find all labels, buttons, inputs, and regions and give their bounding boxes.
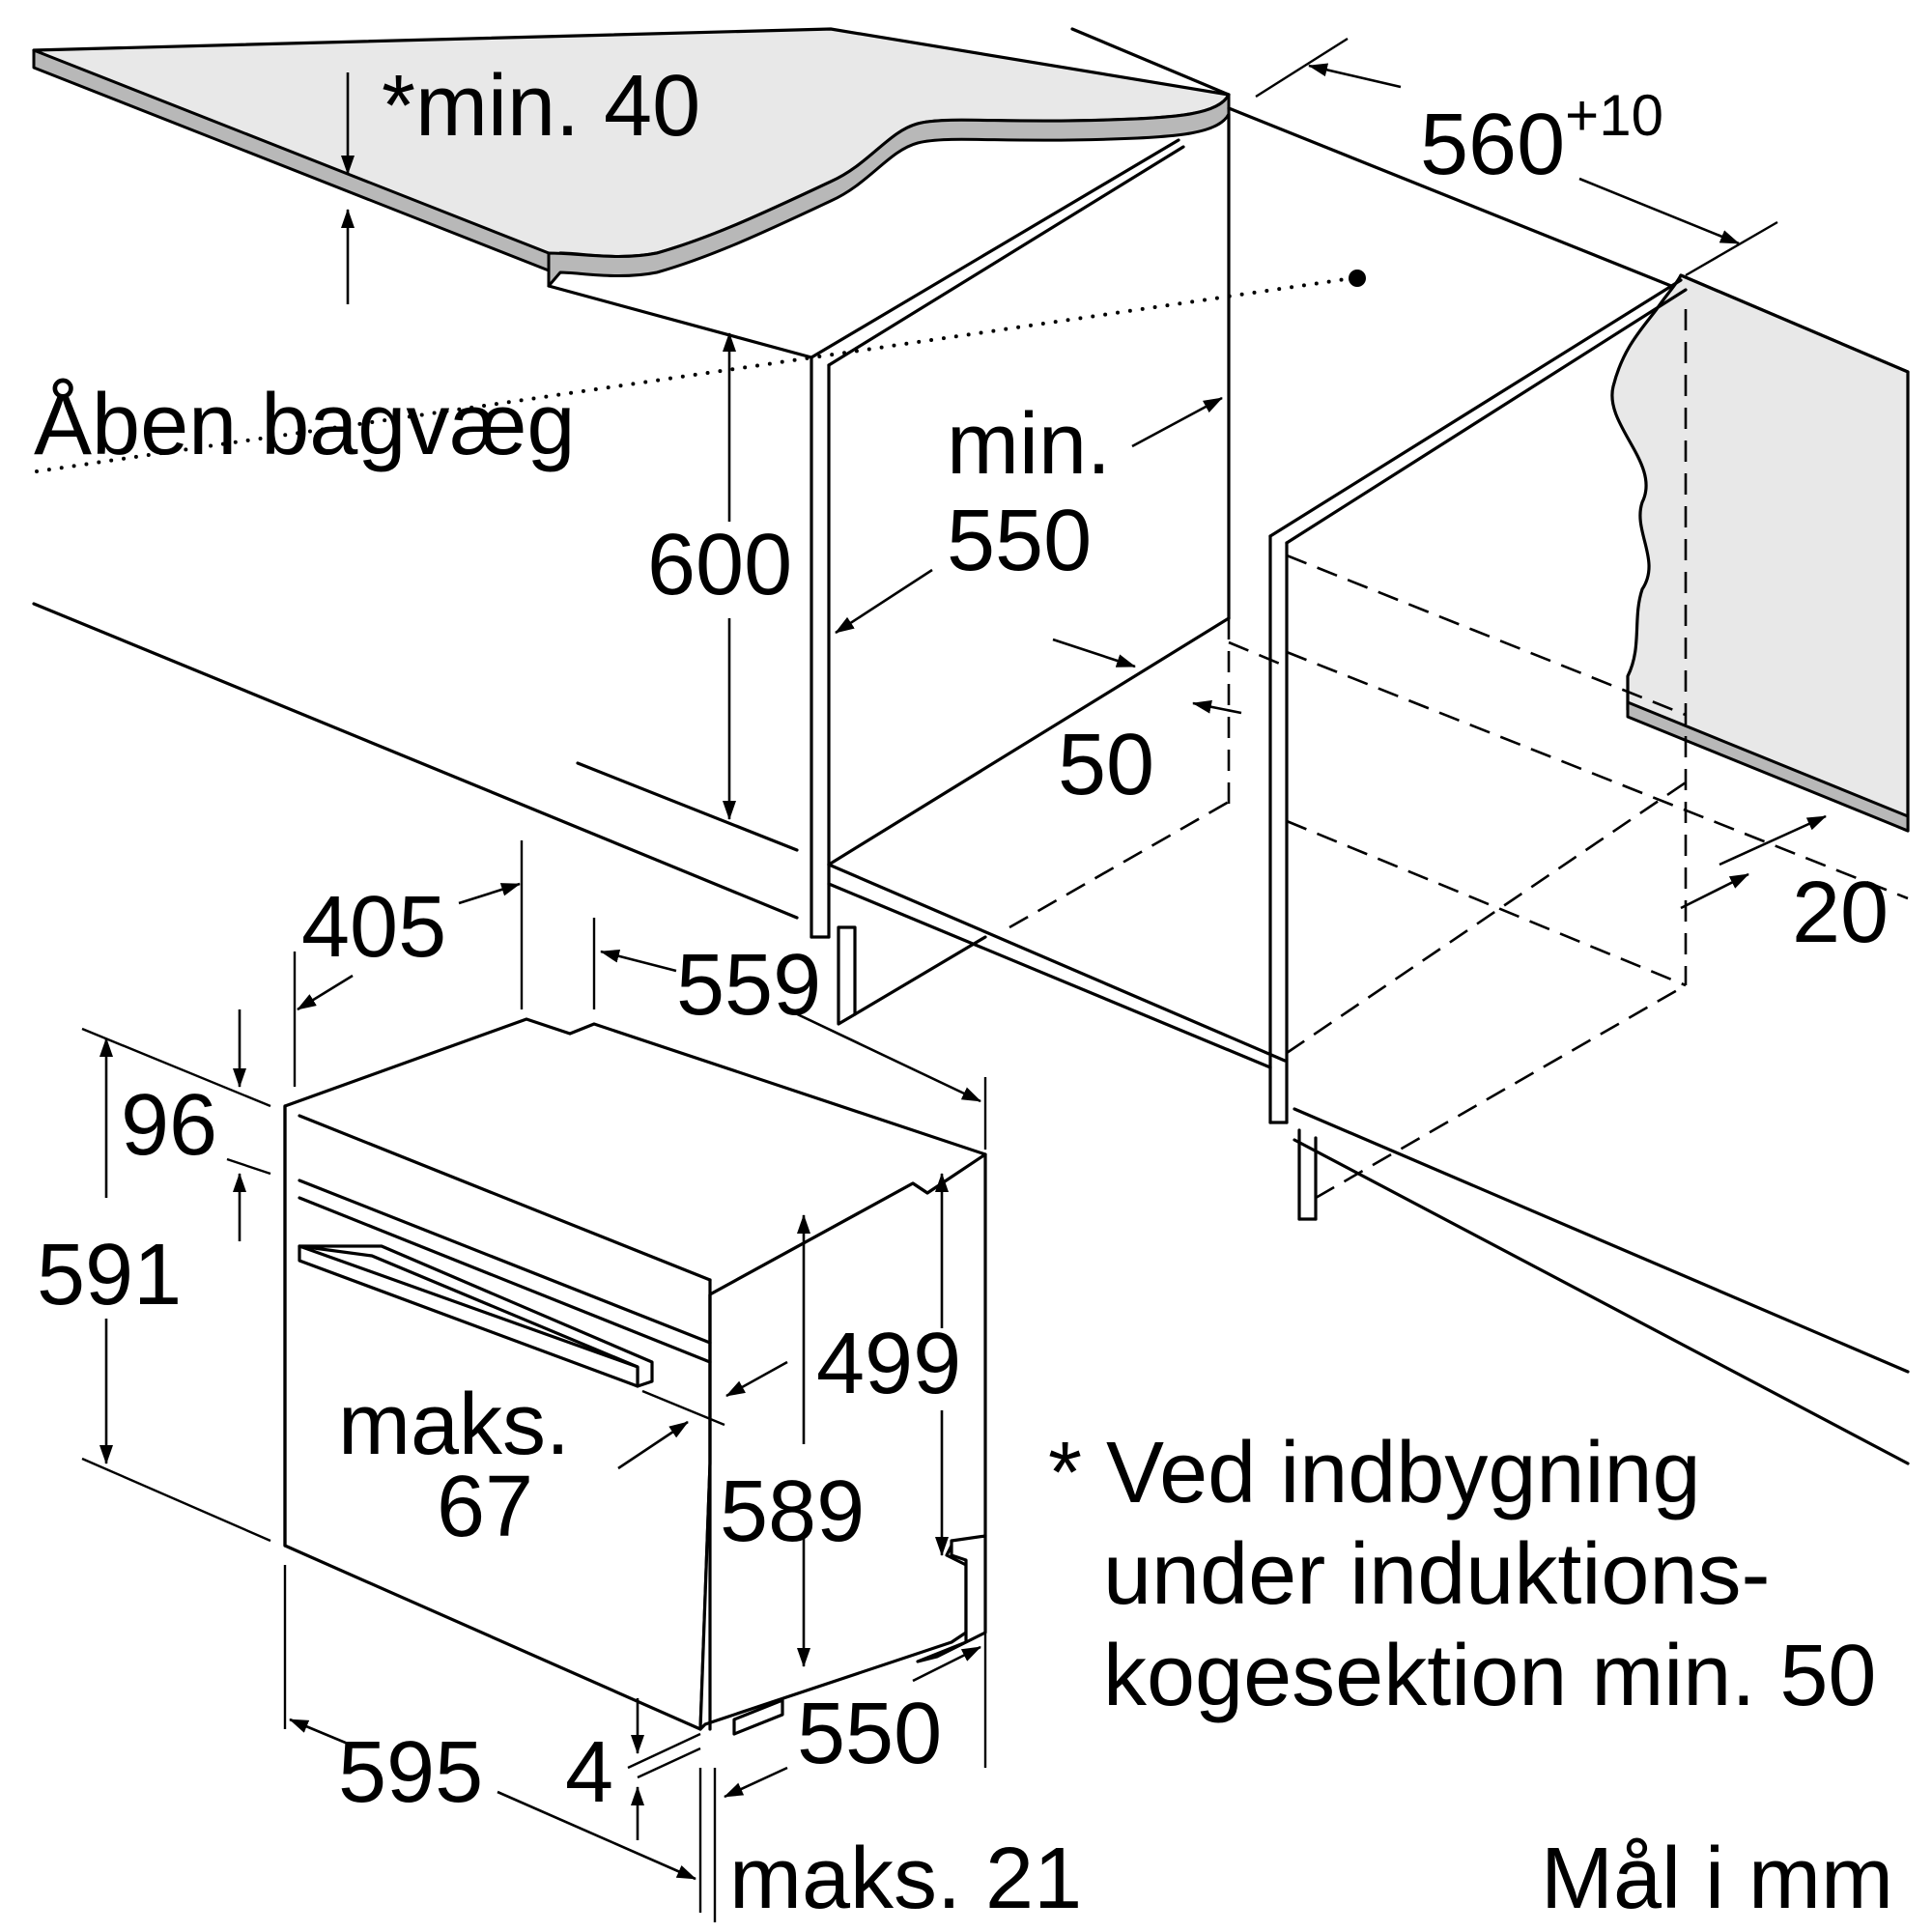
- d4-label: 4: [565, 1724, 613, 1821]
- d595-dimension: [289, 1718, 696, 1881]
- maks-67-dimension: [617, 1360, 788, 1470]
- d550-label: 550: [797, 1686, 942, 1782]
- side-20-label: 20: [1792, 865, 1889, 961]
- d96-label: 96: [121, 1077, 217, 1174]
- worktop-min-label: *min. 40: [382, 58, 700, 155]
- d559-label: 559: [676, 937, 821, 1034]
- width-560-dimension: [1255, 37, 1778, 277]
- d405-label: 405: [301, 879, 446, 976]
- left-cabinet: [547, 112, 1287, 1069]
- footnote-line-1: * Ved indbygning: [1048, 1425, 1701, 1521]
- footnote-line-3: kogesektion min. 50: [1103, 1628, 1876, 1724]
- d559-dimension: [600, 949, 981, 1103]
- depth-550-label: 550: [947, 493, 1092, 589]
- floor-lines: [32, 602, 1910, 1465]
- gap-50-dimension: [1052, 638, 1242, 715]
- width-560-value: 560: [1420, 97, 1565, 193]
- oven: [283, 1017, 987, 1736]
- width-560-tolerance: +10: [1565, 83, 1663, 148]
- d405-dimension: [297, 882, 521, 1011]
- height-600-label: 600: [647, 517, 792, 613]
- maks-21-label: maks. 21: [729, 1831, 1082, 1927]
- oven-extension-lines: [81, 840, 987, 1922]
- d589-label: 589: [720, 1463, 865, 1560]
- gap-50-label: 50: [1058, 717, 1154, 813]
- open-back-label: Åben bagvæg: [34, 377, 575, 473]
- worktop: [32, 27, 1231, 288]
- d499-label: 499: [816, 1316, 961, 1412]
- open-back-indicator: [35, 270, 1366, 473]
- footnote-line-2: under induktions-: [1103, 1526, 1770, 1623]
- depth-550-dimension: [835, 396, 1223, 635]
- d595-label: 595: [338, 1724, 483, 1821]
- maks-label: maks.: [338, 1377, 570, 1473]
- width-560-label: 560+10: [1420, 83, 1663, 193]
- maks-67-label: 67: [437, 1459, 533, 1555]
- side-20-dimension: [1680, 814, 1827, 910]
- units-note: Mål i mm: [1541, 1831, 1893, 1927]
- d550-oven-dimension: [724, 1645, 981, 1799]
- right-cabinet: [1009, 273, 1910, 1221]
- d591-label: 591: [37, 1227, 182, 1323]
- depth-min-label: min.: [947, 396, 1111, 493]
